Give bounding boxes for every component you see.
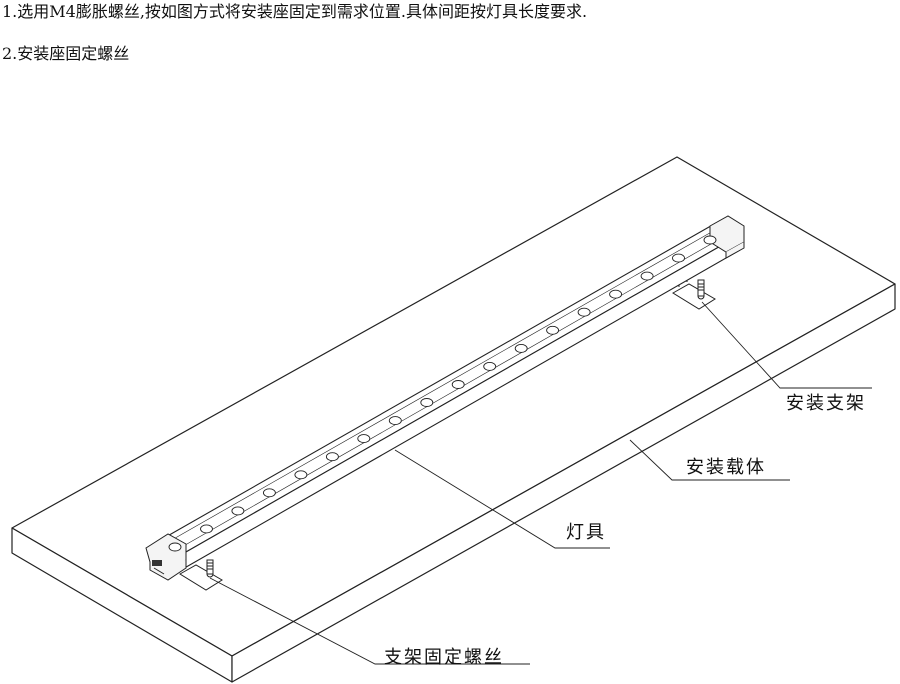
instruction-step-2: 2.安装座固定螺丝 [2,44,130,63]
leader-mount-bracket [701,301,872,389]
leader-mounting-surface [629,439,790,481]
led-lenses [168,235,717,552]
leader-fixture [394,449,610,549]
led-lens [357,434,371,444]
led-lens [200,524,213,534]
led-lens [483,361,497,371]
callout-fixture: 灯具 [566,522,606,543]
instruction-step-1: 1.选用M4膨胀螺丝,按如图方式将安装座固定到需求位置.具体间距按灯具长度要求. [2,2,588,21]
leader-lines [209,301,872,665]
led-lens [703,235,717,245]
led-lens [609,289,623,299]
led-lens [294,470,308,480]
mounting-board [11,156,896,683]
led-lens [231,506,245,516]
callout-bracket-screw: 支架固定螺丝 [384,647,504,668]
led-lens [514,343,528,353]
led-lens [672,253,685,263]
led-lens [168,542,182,552]
led-lens [577,307,591,317]
led-lens [262,488,276,498]
end-cap-left [145,533,187,581]
led-lens [420,398,434,407]
leader-bracket-screw [209,577,530,665]
led-lens [451,380,465,389]
led-lens [325,452,339,462]
callout-mount-bracket: 安装支架 [786,393,866,414]
callout-mounting-surface: 安装载体 [686,457,766,478]
led-lens [640,271,654,281]
led-lens [546,325,560,335]
led-lens [388,416,402,426]
